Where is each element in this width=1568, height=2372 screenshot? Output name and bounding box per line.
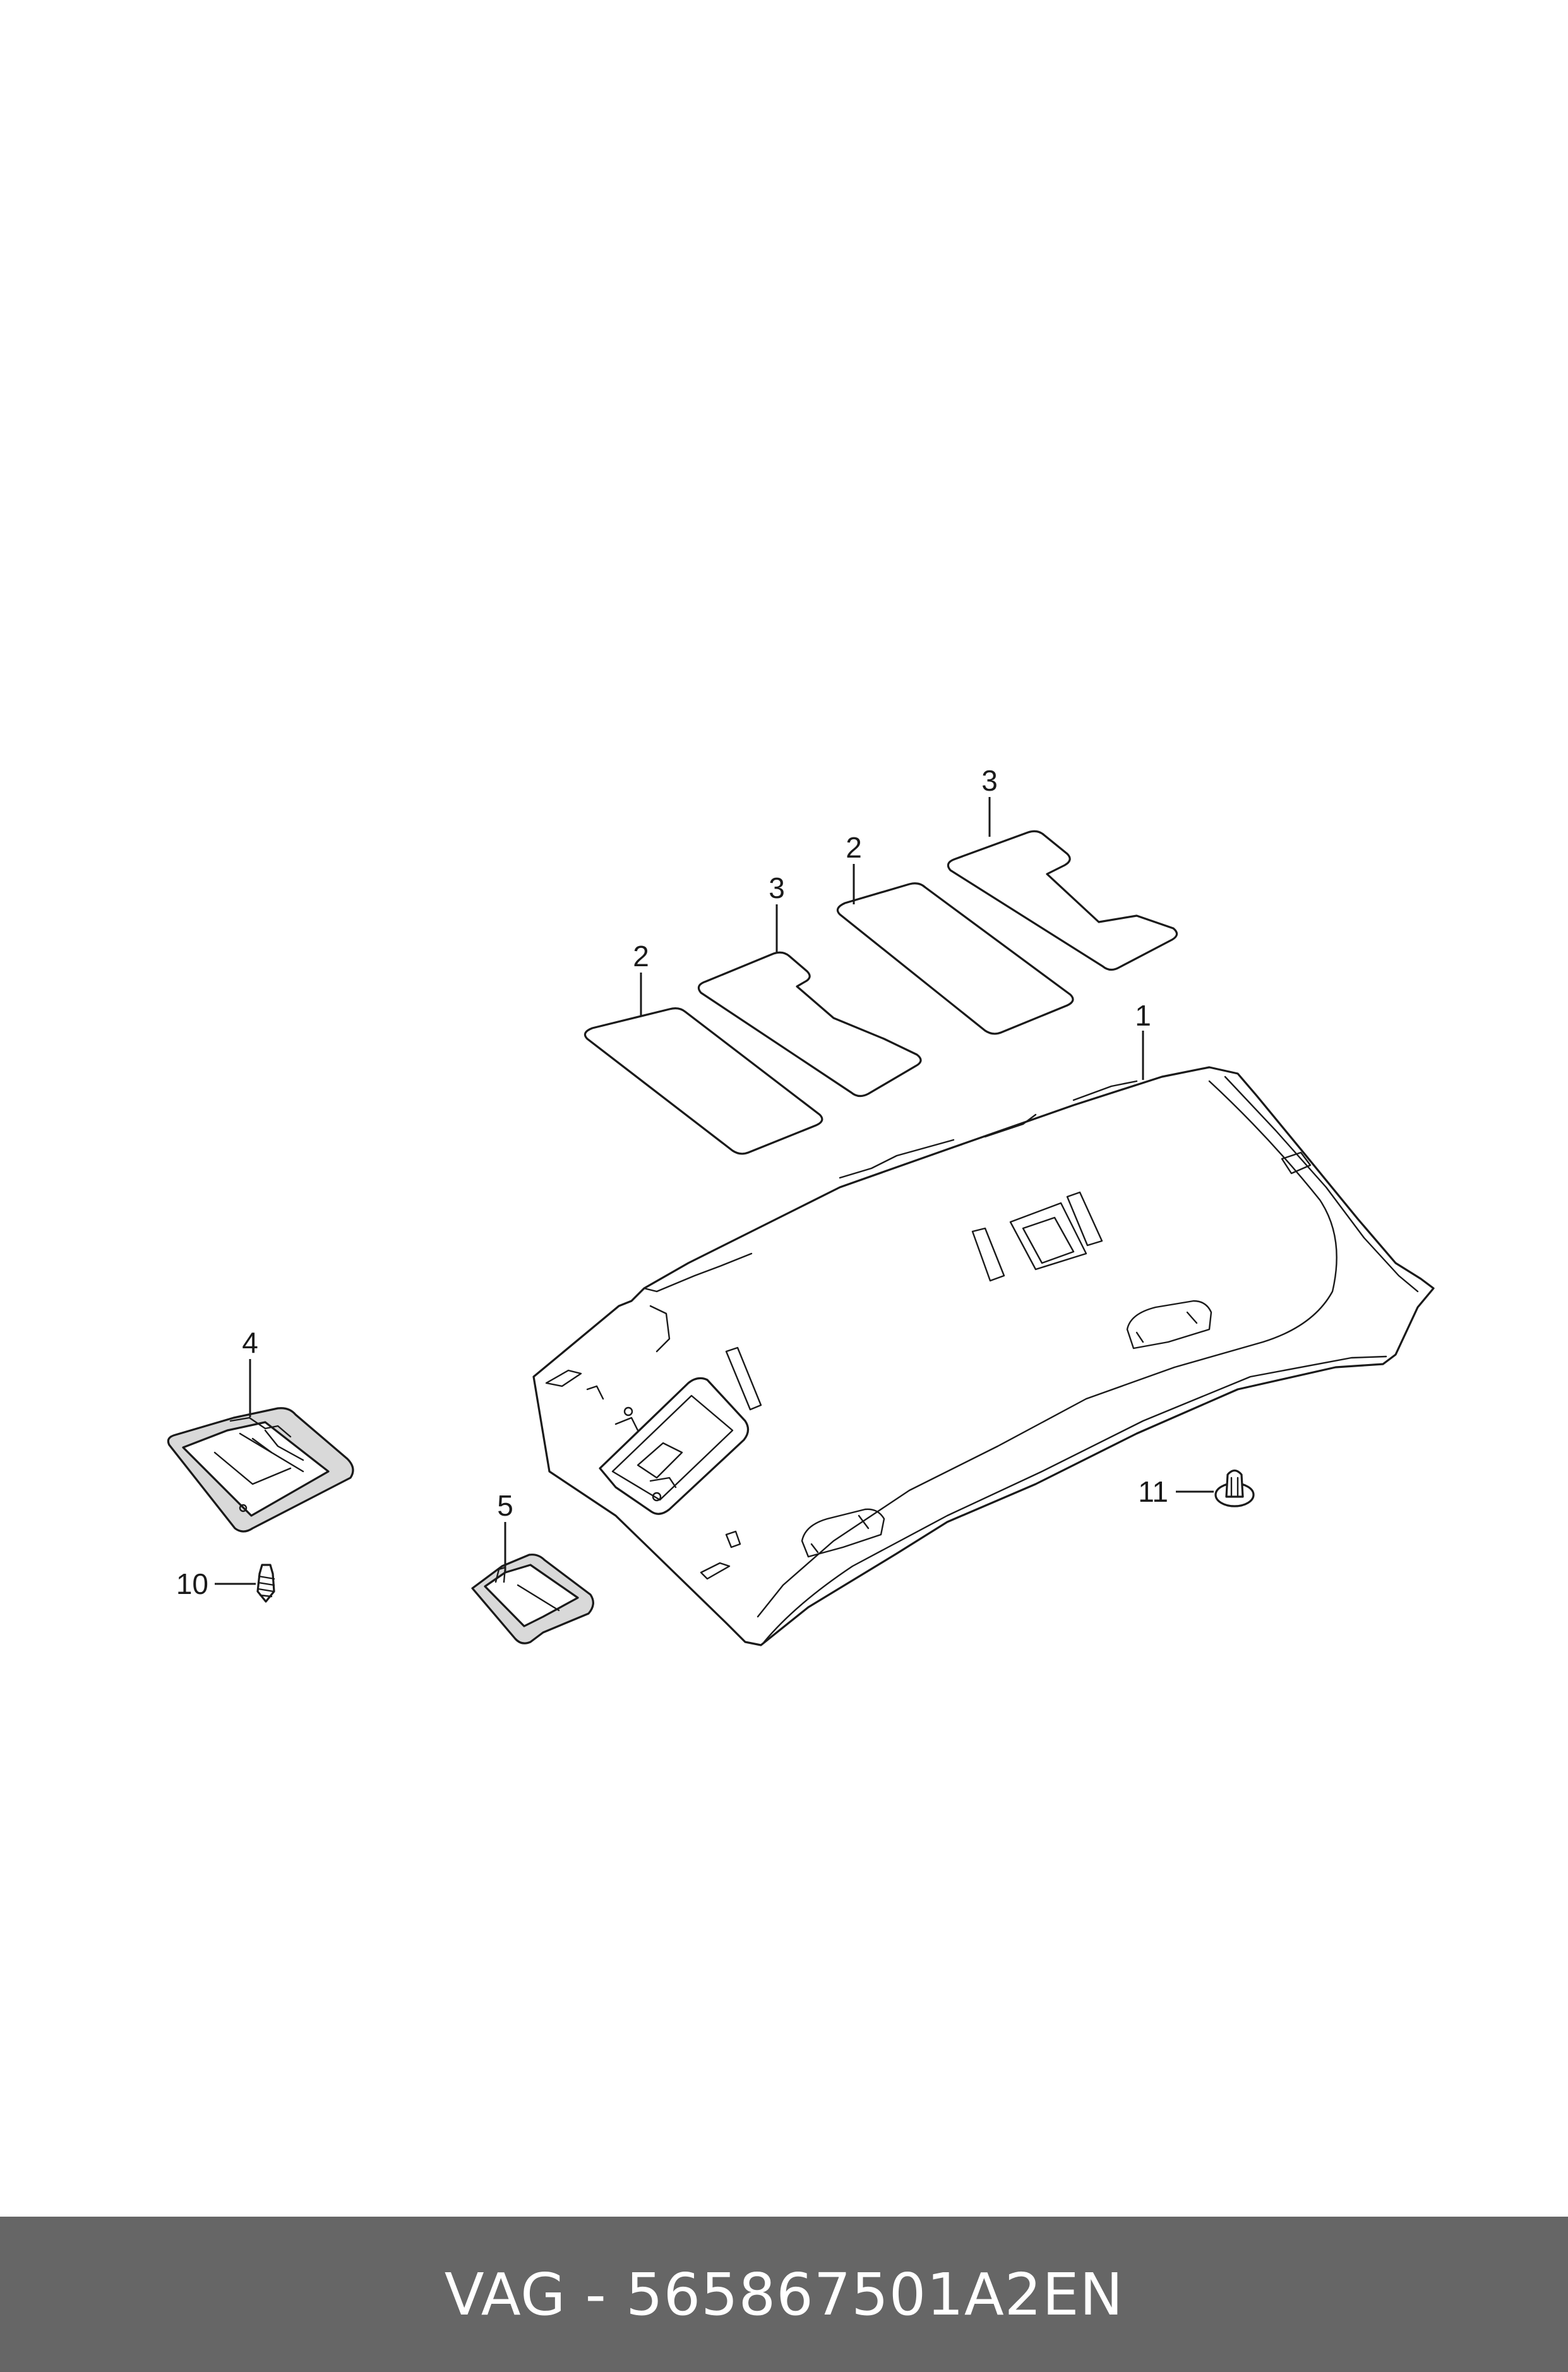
callout-11: 11 xyxy=(1138,1475,1168,1508)
screw-part-10 xyxy=(215,1564,275,1603)
callout-5: 5 xyxy=(497,1489,513,1522)
footer-bar: VAG - 565867501A2EN xyxy=(0,2217,1568,2372)
clip-part-11 xyxy=(1176,1469,1255,1507)
callout-3-right: 3 xyxy=(981,764,998,797)
callout-2-left: 2 xyxy=(633,940,649,973)
parts-diagram: 1 2 2 3 3 4 5 10 11 xyxy=(167,764,1435,1646)
leader-lines xyxy=(249,797,1144,1571)
console-frame xyxy=(599,1377,750,1515)
trim-part-5 xyxy=(471,1554,594,1644)
callout-4: 4 xyxy=(242,1326,258,1359)
pad-part-3-right xyxy=(947,830,1178,971)
console-part-4 xyxy=(167,1407,354,1533)
pad-part-2-left xyxy=(584,1007,823,1155)
callout-3-left: 3 xyxy=(769,872,785,904)
headliner-part-1 xyxy=(532,1066,1435,1646)
callout-2-right: 2 xyxy=(846,831,862,864)
pad-part-3-left xyxy=(697,951,922,1098)
part-number-label: VAG - 565867501A2EN xyxy=(444,2260,1124,2328)
callout-1: 1 xyxy=(1135,999,1151,1032)
pad-part-2-right xyxy=(836,882,1074,1035)
callout-10: 10 xyxy=(176,1567,208,1600)
